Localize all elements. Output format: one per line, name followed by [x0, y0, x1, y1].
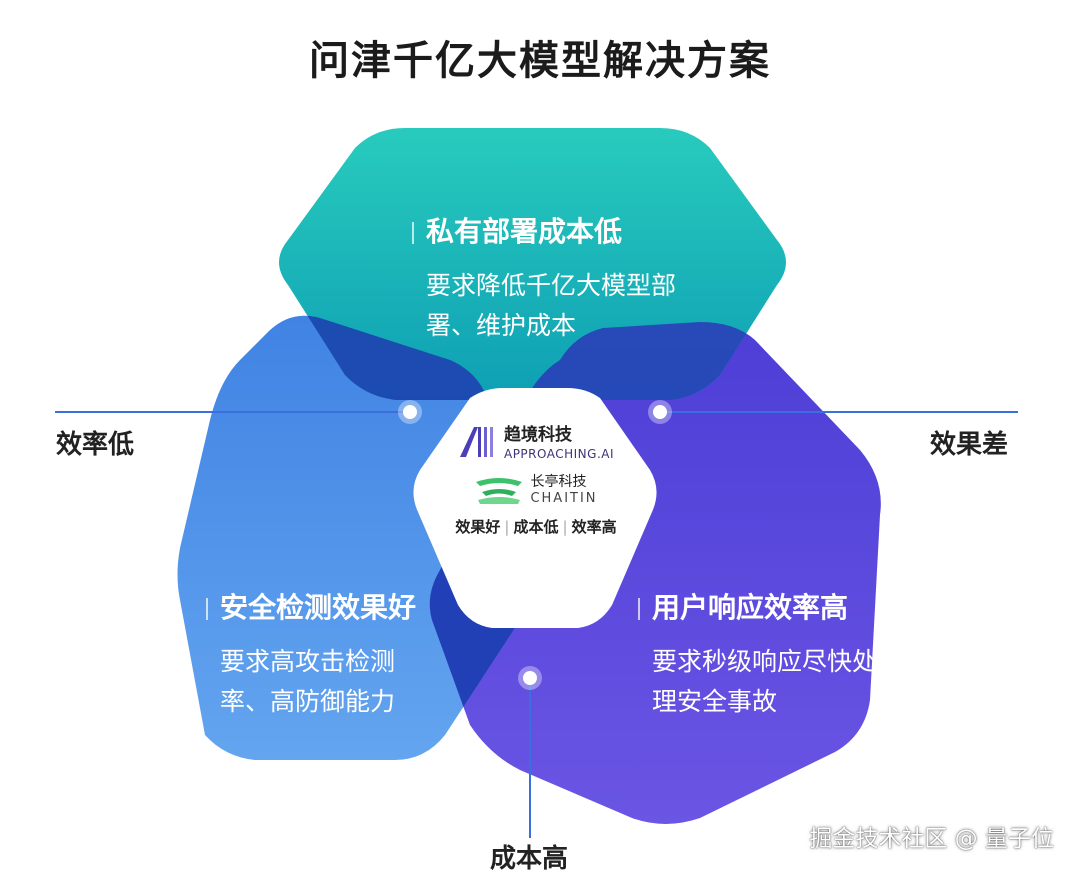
tag-effect: 效果好 — [455, 518, 501, 536]
hexagon-right-heading: 用户响应效率高 — [638, 590, 882, 626]
axis-label-bottom: 成本高 — [490, 844, 569, 874]
logo-approaching: 趋境科技 APPROACHING.AI — [428, 420, 644, 461]
chaitin-name: 长亭科技 — [530, 474, 587, 490]
center-tags: 效果好|成本低|效率高 — [455, 518, 617, 536]
hexagon-left-body: 要求高攻击检测率、高防御能力 — [220, 647, 396, 716]
chaitin-logo-icon — [476, 477, 523, 504]
approaching-name: 趋境科技 — [503, 425, 572, 445]
tag-cost: 成本低 — [513, 518, 559, 536]
hexagon-top-body: 要求降低千亿大模型部署、维护成本 — [426, 271, 677, 340]
hexagon-right-text: 用户响应效率高 要求秒级响应尽快处理安全事故 — [638, 590, 882, 722]
hexagon-right-body: 要求秒级响应尽快处理安全事故 — [652, 647, 878, 716]
node-bottom — [518, 666, 542, 690]
hexagon-top-text: 私有部署成本低 要求降低千亿大模型部署、维护成本 — [412, 214, 696, 346]
watermark: 掘金技术社区 @ 量子位 — [809, 826, 1054, 852]
node-right — [648, 400, 672, 424]
hexagon-left-heading: 安全检测效果好 — [206, 590, 420, 626]
center-hexagon — [413, 388, 657, 628]
page-title: 问津千亿大模型解决方案 — [309, 38, 771, 84]
chaitin-subtitle: CHAITIN — [530, 491, 598, 506]
tag-efficiency: 效率高 — [571, 518, 617, 536]
axis-label-right: 效果差 — [930, 430, 1009, 460]
hexagon-top-heading: 私有部署成本低 — [412, 214, 696, 250]
hexagon-left-text: 安全检测效果好 要求高攻击检测率、高防御能力 — [206, 590, 420, 722]
approaching-subtitle: APPROACHING.AI — [503, 447, 615, 461]
center-logo-card: 趋境科技 APPROACHING.AI 长亭科技 CHAITIN 效果好|成本低… — [428, 420, 644, 588]
axis-label-left: 效率低 — [56, 430, 135, 460]
logo-chaitin: 长亭科技 CHAITIN — [428, 471, 644, 506]
approaching-logo-icon — [459, 426, 493, 457]
node-left — [398, 400, 422, 424]
